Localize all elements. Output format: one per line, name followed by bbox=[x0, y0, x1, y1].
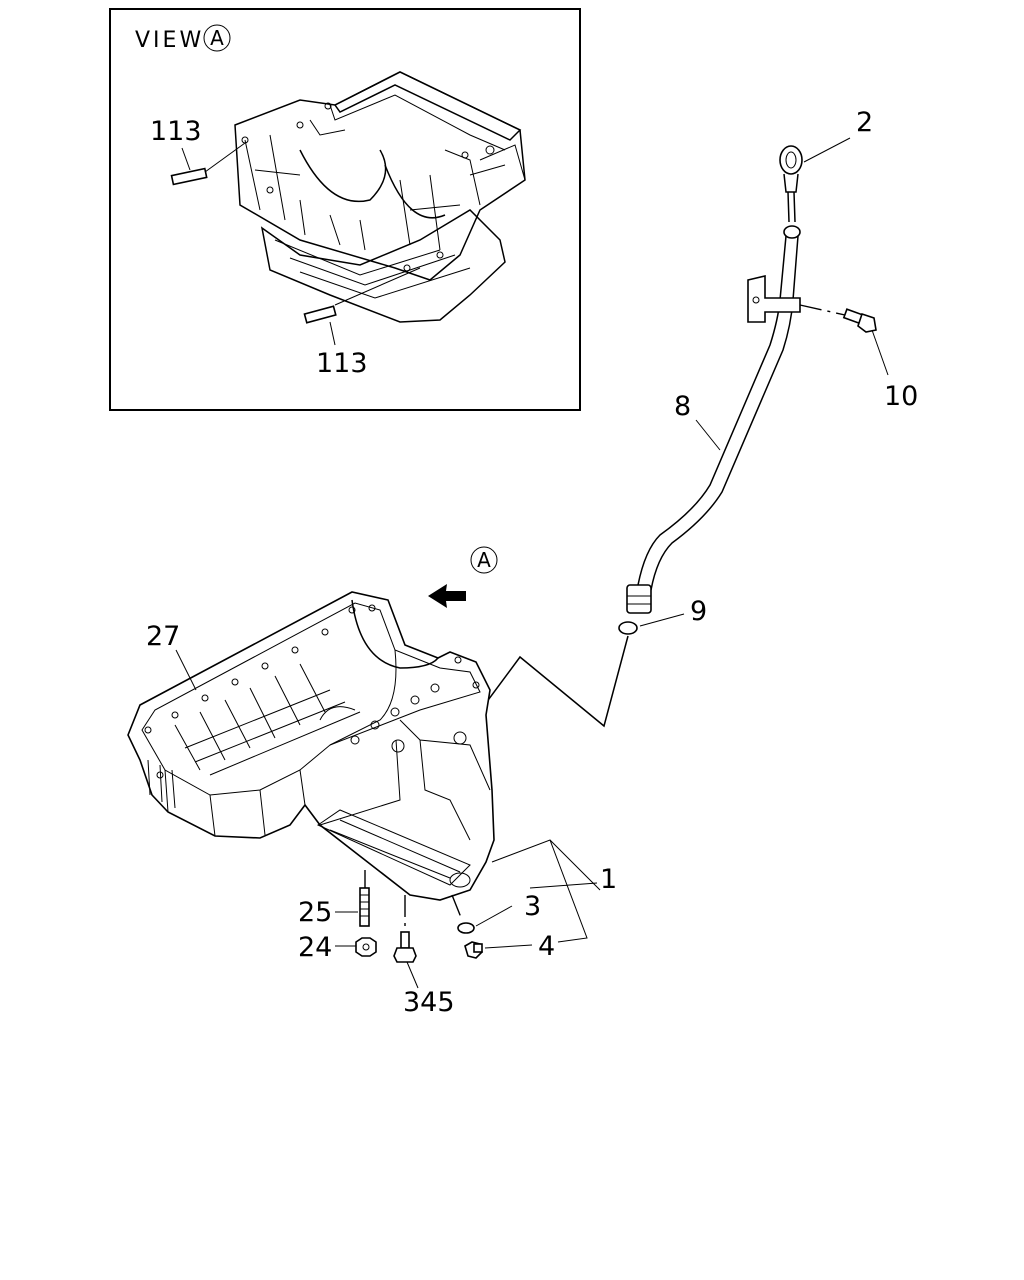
label-4: 4 bbox=[538, 931, 555, 962]
view-marker-letter: A bbox=[477, 548, 491, 572]
bracket-bolt bbox=[842, 308, 877, 333]
dowel-pin-lower bbox=[303, 267, 421, 324]
dipstick-handle bbox=[779, 145, 803, 175]
bolt-centerline bbox=[799, 304, 846, 316]
label-25: 25 bbox=[298, 897, 332, 928]
label-113-upper: 113 bbox=[150, 116, 202, 147]
cylinder-block-drawing bbox=[234, 71, 526, 323]
leader-4 bbox=[484, 944, 533, 949]
leader-9 bbox=[639, 613, 685, 627]
label-10: 10 bbox=[884, 381, 918, 412]
guide-tube-fitting bbox=[626, 584, 652, 614]
inset-view-circle bbox=[203, 24, 231, 52]
label-3: 3 bbox=[524, 891, 541, 922]
washer bbox=[457, 922, 475, 934]
label-2: 2 bbox=[856, 107, 873, 138]
leader-2 bbox=[803, 137, 851, 163]
nut bbox=[355, 937, 377, 957]
oil-pan-drawing bbox=[127, 591, 495, 901]
guide-tube-bracket bbox=[747, 274, 801, 323]
washer-centerline bbox=[451, 894, 463, 921]
o-ring-to-pan-leader bbox=[459, 635, 629, 739]
dowel-pin-upper bbox=[170, 142, 246, 186]
drain-plug bbox=[464, 941, 483, 959]
leader-113-upper bbox=[181, 147, 191, 171]
view-a-marker: A bbox=[428, 546, 498, 608]
leader-27 bbox=[175, 649, 197, 691]
label-8: 8 bbox=[674, 391, 691, 422]
label-9: 9 bbox=[690, 596, 707, 627]
inset-view-letter: A bbox=[210, 26, 224, 50]
inset-view-a: VIEW A bbox=[109, 8, 581, 411]
guide-tube-line-b bbox=[650, 235, 799, 591]
bottom-bolt bbox=[393, 931, 417, 963]
dipstick-assembly bbox=[618, 145, 877, 635]
label-113-lower: 113 bbox=[316, 348, 368, 379]
leader-10 bbox=[871, 329, 889, 376]
leader-3 bbox=[475, 905, 513, 927]
guide-tube-line-a bbox=[637, 235, 787, 586]
leader-345 bbox=[406, 961, 419, 989]
inset-frame bbox=[109, 8, 581, 411]
o-ring bbox=[618, 621, 638, 635]
leader-113-lower bbox=[329, 321, 336, 346]
label-1: 1 bbox=[600, 864, 617, 895]
inset-title: VIEW bbox=[135, 28, 204, 53]
label-24: 24 bbox=[298, 932, 332, 963]
label-27: 27 bbox=[146, 621, 180, 652]
group-1-bracket bbox=[491, 839, 601, 943]
leader-8 bbox=[695, 419, 721, 451]
label-345: 345 bbox=[403, 987, 455, 1018]
stud bbox=[359, 887, 370, 927]
